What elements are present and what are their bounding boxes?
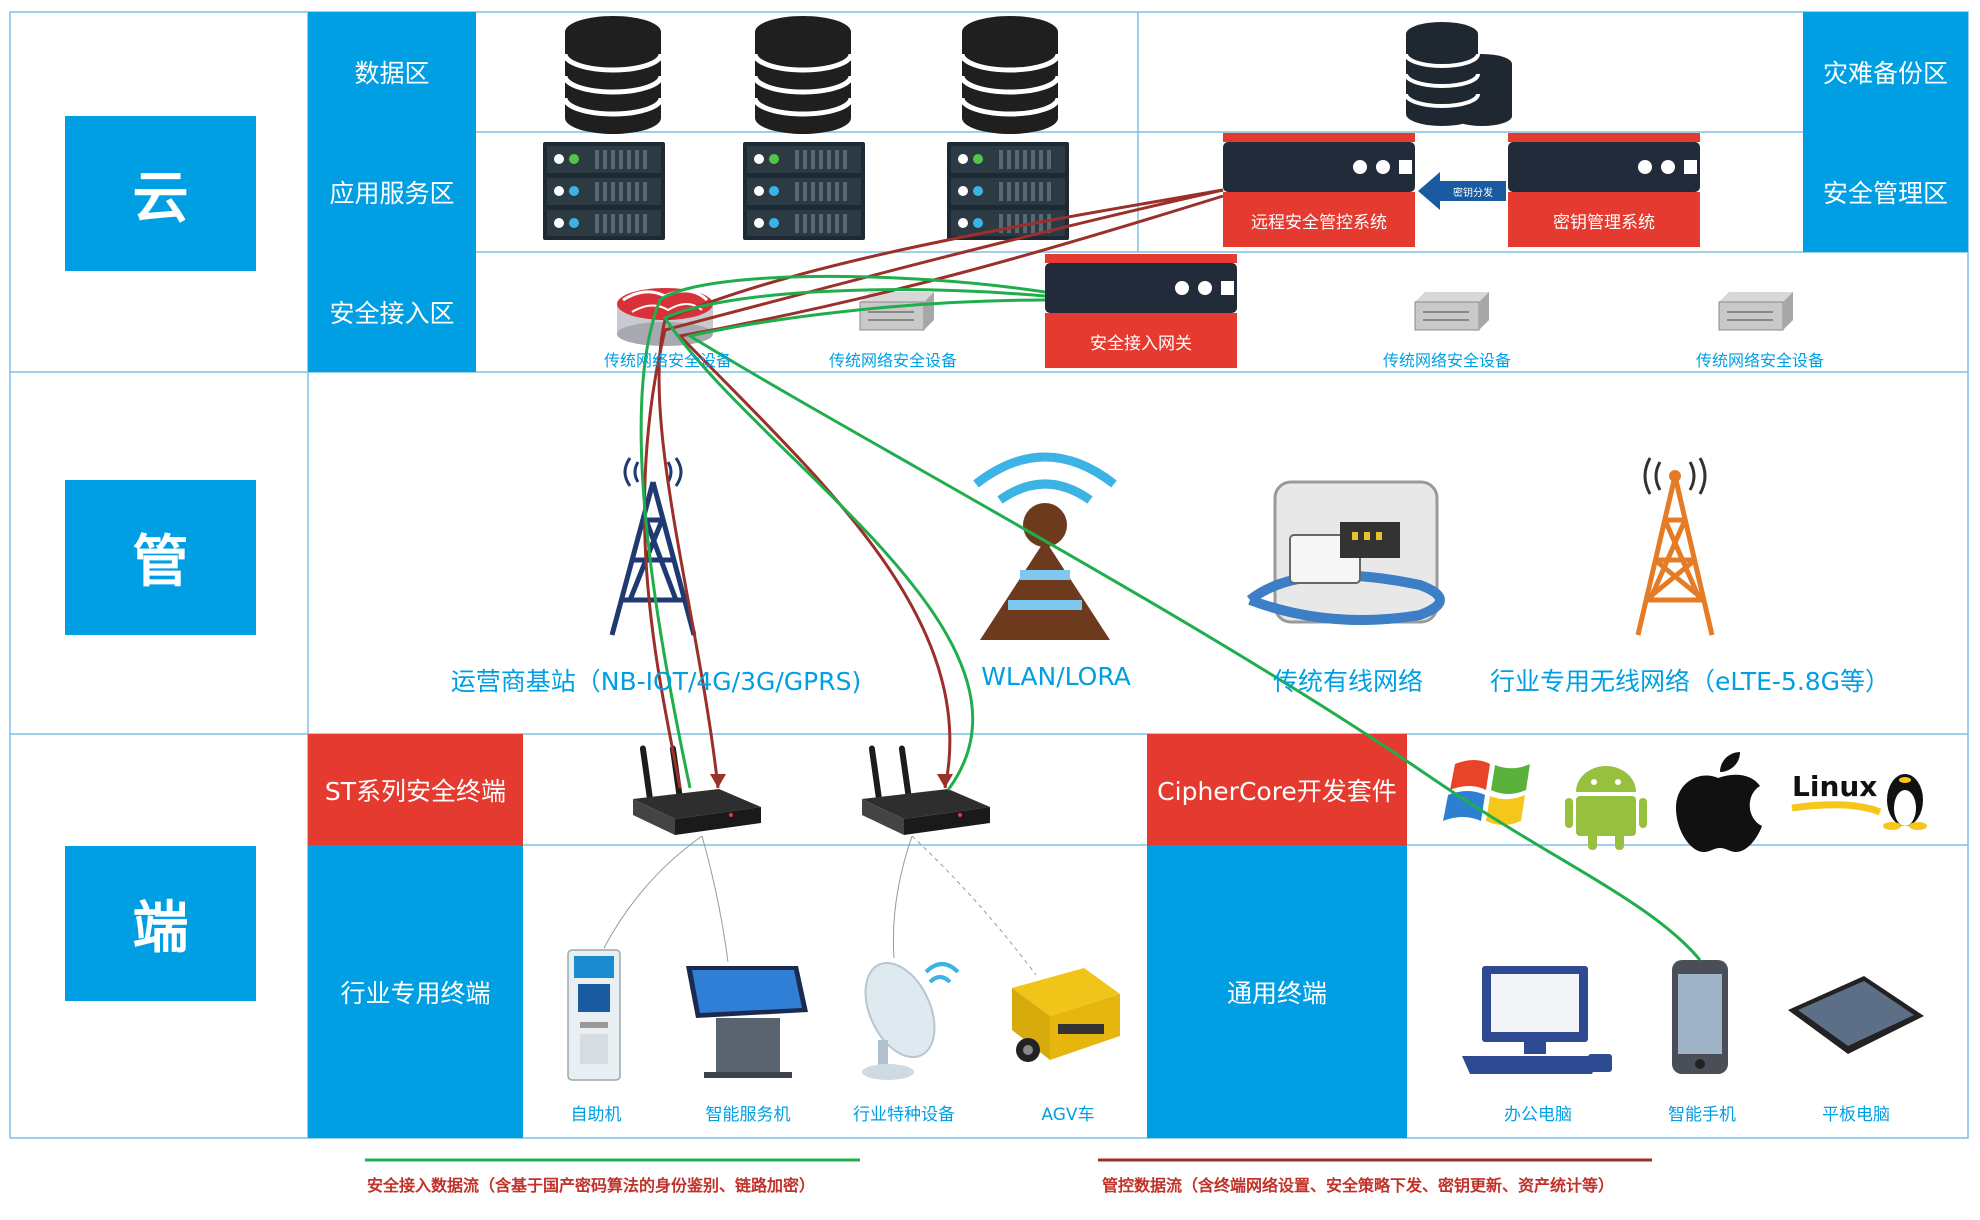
agv-vehicle-icon (1012, 968, 1120, 1062)
network-caption: WLAN/LORA (981, 662, 1131, 691)
security-device-caption: 传统网络安全设备 (603, 351, 733, 370)
database-icon (755, 16, 851, 134)
industry-device-caption: 智能服务机 (705, 1105, 791, 1125)
st-terminal-router-icon (862, 745, 990, 835)
database-icon (962, 16, 1058, 134)
security-appliance-icon (1414, 291, 1490, 331)
terminal-link-lines (603, 835, 1037, 976)
private-wireless-tower-icon (1635, 457, 1715, 636)
security-device-caption: 传统网络安全设备 (828, 351, 958, 370)
zone-secure-access-label: 安全接入区 (308, 252, 476, 372)
linux-logo-icon: Linux (1791, 770, 1927, 830)
st-terminal-router-icon (633, 745, 761, 835)
industry-device-caption: 行业特种设备 (853, 1105, 955, 1125)
tower-beacon (1669, 470, 1681, 482)
server-rack-icon (743, 142, 865, 240)
kiosk-icon (567, 949, 621, 1081)
general-device-caption: 平板电脑 (1822, 1105, 1890, 1125)
linux-logo-text: Linux (1792, 770, 1877, 803)
security-appliance-icon (1718, 291, 1794, 331)
industry-terminal-label: 行业专用终端 (308, 845, 523, 1138)
security-appliance-icon (859, 291, 935, 331)
key-distribution-arrow (1418, 172, 1506, 210)
layer-cloud-label: 云 (65, 116, 256, 271)
secure-gateway-label: 安全接入网关 (1090, 333, 1192, 354)
server-rack-icon (543, 142, 665, 240)
server-rack-icon (947, 142, 1069, 240)
general-terminal-label: 通用终端 (1147, 845, 1407, 1138)
key-management-system-label: 密钥管理系统 (1553, 212, 1655, 233)
layer-pipe-label: 管 (65, 480, 256, 635)
zone-security-mgmt-label: 安全管理区 (1803, 132, 1968, 252)
network-caption: 运营商基站（NB-IOT/4G/3G/GPRS) (450, 667, 862, 696)
smartphone-icon (1672, 960, 1728, 1074)
remote-control-system-label: 远程安全管控系统 (1251, 212, 1387, 233)
zone-disaster-backup-label: 灾难备份区 (1803, 12, 1968, 132)
secure-access-flow-lines (639, 274, 1702, 961)
special-equipment-icon (862, 961, 960, 1080)
zone-app-service-label: 应用服务区 (308, 132, 476, 252)
legend-red-text: 管控数据流（含终端网络设置、安全策略下发、密钥更新、资产统计等） (1102, 1176, 1615, 1195)
st-series-terminal-label: ST系列安全终端 (308, 734, 523, 845)
smart-service-machine-icon (686, 966, 808, 1078)
layer-end-label: 端 (65, 846, 256, 1001)
industry-device-caption: AGV车 (1041, 1105, 1095, 1125)
database-icon (565, 16, 661, 134)
cell-tower-icon (609, 457, 697, 636)
network-caption: 传统有线网络 (1272, 667, 1424, 696)
general-device-caption: 智能手机 (1668, 1105, 1736, 1125)
ciphercore-kit-label: CipherCore开发套件 (1147, 734, 1407, 845)
zone-data-label: 数据区 (308, 12, 476, 132)
office-computer-icon (1462, 966, 1612, 1074)
wired-network-icon (1246, 480, 1445, 625)
backup-database-icon (1404, 22, 1512, 126)
security-device-caption: 传统网络安全设备 (1382, 351, 1512, 370)
network-caption: 行业专用无线网络（eLTE-5.8G等） (1489, 667, 1891, 696)
legend-green-text: 安全接入数据流（含基于国产密码算法的身份鉴别、链路加密） (367, 1176, 816, 1195)
key-distribution-label: 密钥分发 (1453, 187, 1493, 199)
android-logo-icon (1565, 766, 1647, 850)
windows-logo-icon (1443, 760, 1530, 825)
tablet-icon (1788, 976, 1924, 1054)
control-flow-lines (642, 188, 1224, 789)
industry-device-caption: 自助机 (570, 1105, 622, 1125)
security-device-caption: 传统网络安全设备 (1695, 351, 1825, 370)
general-device-caption: 办公电脑 (1504, 1105, 1572, 1125)
apple-logo-icon (1676, 752, 1762, 852)
wifi-tower-icon (973, 452, 1117, 640)
